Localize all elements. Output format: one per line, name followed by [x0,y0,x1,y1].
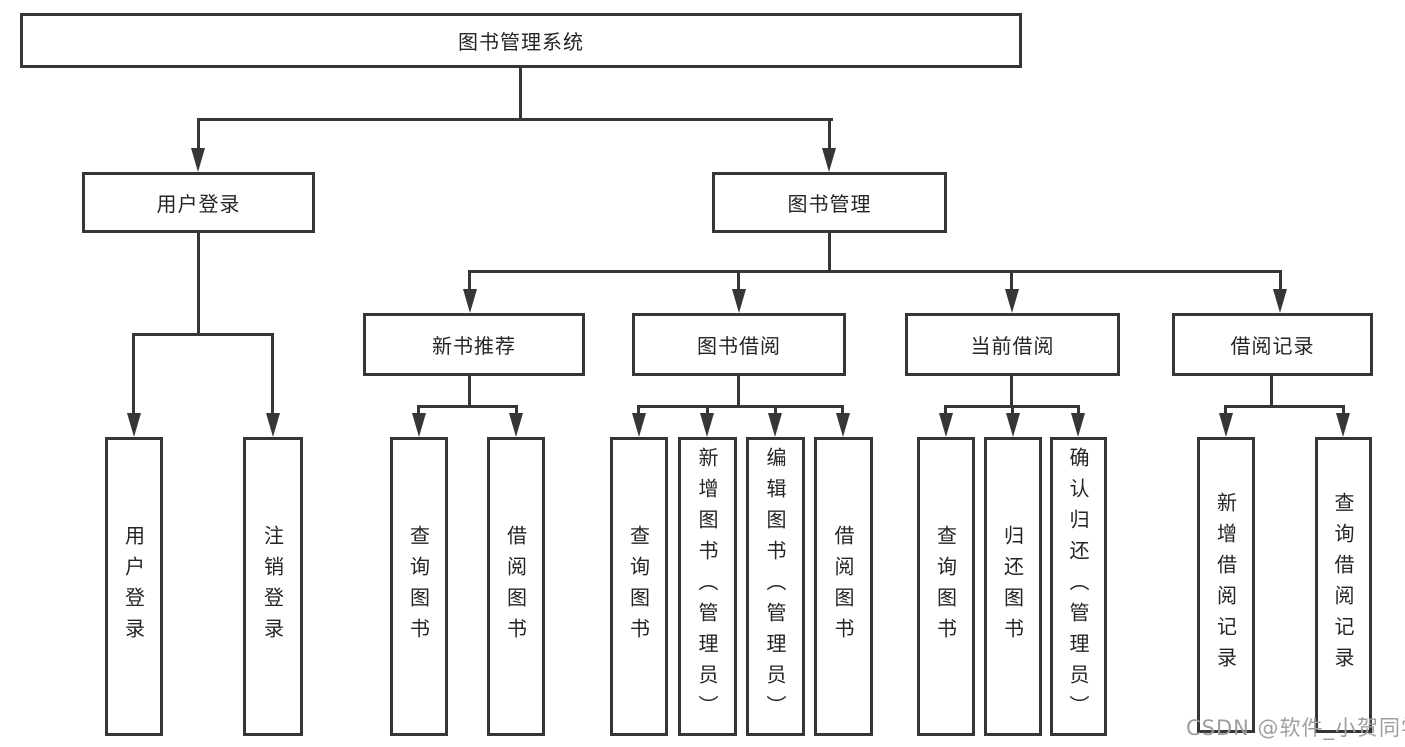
connector-line [1010,376,1013,408]
connector-line [841,405,844,417]
arrowhead-down-icon [1219,413,1233,437]
arrowhead-down-icon [1006,413,1020,437]
leaf-borrow-query-books-label: 查询图书 [626,524,651,649]
connector-line [828,118,831,152]
node-book-borrow: 图书借阅 [632,313,846,376]
arrowhead-down-icon [700,413,714,437]
leaf-add-borrow-record-label: 新增借阅记录 [1213,492,1238,678]
leaf-add-books-admin: 新增图书（管理员） [678,437,737,736]
arrowhead-down-icon [822,148,836,172]
node-user-login: 用户登录 [82,172,315,233]
arrowhead-down-icon [939,413,953,437]
leaf-logout: 注销登录 [243,437,303,736]
leaf-query-borrow-record-label: 查询借阅记录 [1331,492,1355,678]
leaf-current-query-books: 查询图书 [917,437,975,736]
leaf-edit-books-admin: 编辑图书（管理员） [746,437,805,736]
arrowhead-down-icon [1005,289,1019,313]
node-new-book-recommend-label: 新书推荐 [432,334,516,358]
arrowhead-down-icon [463,289,477,313]
node-new-book-recommend: 新书推荐 [363,313,585,376]
connector-line [1224,405,1227,417]
arrowhead-down-icon [127,413,141,437]
node-user-login-label: 用户登录 [156,192,241,216]
leaf-confirm-return-admin-label: 确认归还（管理员） [1066,447,1090,726]
arrowhead-down-icon [632,413,646,437]
leaf-return-books-label: 归还图书 [1000,524,1025,649]
connector-line [1224,405,1344,408]
connector-line [737,270,740,293]
leaf-add-borrow-record: 新增借阅记录 [1197,437,1255,733]
connector-line [271,333,274,417]
node-borrow-records-label: 借阅记录 [1230,334,1315,358]
leaf-add-books-admin-label: 新增图书（管理员） [695,447,719,726]
arrowhead-down-icon [732,289,746,313]
leaf-borrow-query-books: 查询图书 [610,437,668,736]
connector-line [944,405,947,417]
connector-line [197,118,200,152]
arrowhead-down-icon [1336,413,1350,437]
leaf-recommend-borrow-books: 借阅图书 [487,437,545,736]
leaf-query-borrow-record: 查询借阅记录 [1315,437,1372,733]
arrowhead-down-icon [191,148,205,172]
connector-line [737,376,740,408]
node-book-borrow-label: 图书借阅 [697,334,781,358]
node-current-borrow-label: 当前借阅 [970,334,1055,358]
connector-line [468,270,471,293]
arrowhead-down-icon [768,413,782,437]
connector-line [828,233,831,273]
arrowhead-down-icon [266,413,280,437]
connector-line [774,405,777,417]
connector-line [1010,270,1013,293]
node-book-mgmt: 图书管理 [712,172,947,233]
leaf-recommend-borrow-books-label: 借阅图书 [503,524,528,649]
leaf-logout-label: 注销登录 [260,524,285,649]
connector-line [197,233,200,335]
connector-line [417,405,518,408]
leaf-user-login: 用户登录 [105,437,163,736]
leaf-current-query-books-label: 查询图书 [933,524,958,649]
connector-line [1279,270,1282,293]
node-borrow-records: 借阅记录 [1172,313,1373,376]
leaf-return-books: 归还图书 [984,437,1042,736]
connector-line [197,118,833,121]
connector-line [468,376,471,408]
leaf-edit-books-admin-label: 编辑图书（管理员） [763,447,787,726]
arrowhead-down-icon [509,413,523,437]
connector-line [1077,405,1080,417]
connector-line [1270,376,1273,408]
connector-line [468,270,1282,273]
leaf-borrow-books-label: 借阅图书 [831,524,855,649]
watermark: CSDN @软件_小贺同学 [1186,716,1405,740]
node-root-label: 图书管理系统 [458,30,584,54]
arrowhead-down-icon [412,413,426,437]
connector-line [637,405,843,408]
connector-line [1342,405,1345,417]
leaf-borrow-books: 借阅图书 [814,437,873,736]
node-current-borrow: 当前借阅 [905,313,1120,376]
arrowhead-down-icon [1273,289,1287,313]
connector-line [417,405,420,417]
connector-line [1011,405,1014,417]
connector-line [132,333,135,417]
node-book-mgmt-label: 图书管理 [787,192,872,216]
leaf-recommend-query-books-label: 查询图书 [406,524,431,649]
connector-line [637,405,640,417]
leaf-user-login-label: 用户登录 [121,524,146,649]
leaf-confirm-return-admin: 确认归还（管理员） [1050,437,1107,736]
arrowhead-down-icon [836,413,850,437]
leaf-recommend-query-books: 查询图书 [390,437,448,736]
node-root: 图书管理系统 [20,13,1022,68]
connector-line [519,68,522,120]
connector-line [515,405,518,417]
arrowhead-down-icon [1071,413,1085,437]
connector-line [706,405,709,417]
connector-line [132,333,274,336]
